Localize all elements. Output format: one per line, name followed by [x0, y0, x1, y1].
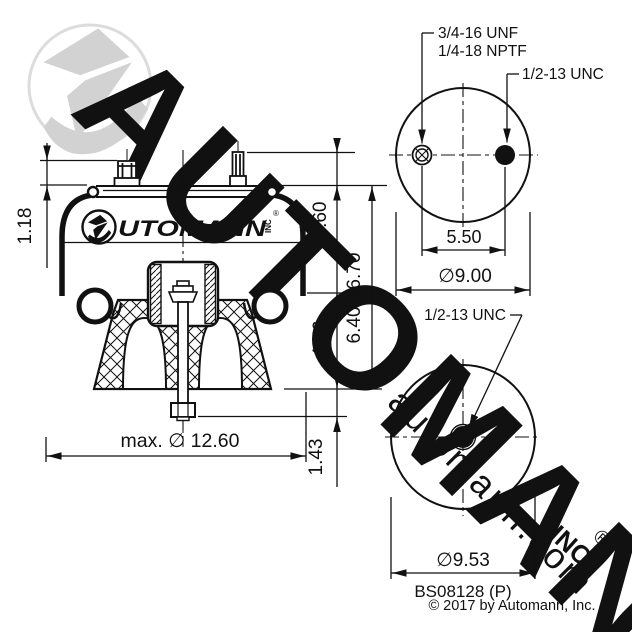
bellows-right-side [272, 192, 306, 296]
internal-bumper [146, 260, 220, 328]
logo-wordmark: UTOMANN [118, 216, 267, 241]
dim-1-60: 1.60 [310, 202, 331, 239]
side-view-dimensions [40, 138, 387, 487]
label-mount-stud-bottom: 1/2-13 UNC [424, 307, 506, 324]
dim-range: 6.40-16.70 [344, 253, 365, 344]
dim-dia-9-00: ∅9.00 [438, 266, 492, 287]
bellows-left-curl [107, 302, 123, 320]
dim-dia-9-53: ∅9.53 [436, 550, 490, 571]
dim-max-diameter: max. ∅ 12.60 [121, 430, 240, 452]
mount-stud [229, 141, 247, 187]
label-mount-stud-top: 1/2-13 UNC [522, 66, 604, 83]
dim-1-43: 1.43 [306, 439, 327, 476]
bellows-left-lobe [76, 287, 114, 325]
bottom-view-texts: 1/2-13 UNC ∅9.53 [424, 307, 506, 571]
top-view-texts: 3/4-16 UNF 1/4-18 NPTF 1/2-13 UNC 5.50 ∅… [438, 25, 604, 287]
lower-nut [170, 402, 196, 418]
bottom-view-dimensions [390, 497, 536, 579]
bellows-left-side [59, 192, 93, 296]
top-view [389, 32, 538, 296]
top-view-dimensions [395, 166, 531, 296]
top-view-leaders [418, 32, 519, 144]
bellows-right-curl [242, 302, 258, 320]
bottom-view [385, 314, 541, 579]
label-air-port-2: 1/4-18 NPTF [438, 43, 527, 60]
logo-registered: ® [273, 209, 279, 218]
bottom-view-leader [468, 314, 523, 429]
dim-4-76: 4.76 [310, 321, 331, 358]
bellows-brand-logo: UTOMANN INC ® [81, 209, 279, 245]
dim-5-50: 5.50 [446, 227, 481, 247]
air-port-stud [113, 149, 141, 187]
bellows [59, 192, 306, 325]
bellows-right-lobe [251, 287, 289, 325]
lower-stud [170, 301, 196, 447]
footer: BS08128 (P) © 2017 by Automann, Inc. [414, 582, 595, 614]
side-view: UTOMANN INC ® [59, 141, 306, 447]
dim-1-18: 1.18 [15, 208, 36, 245]
top-view-air-port [411, 144, 433, 166]
plate-left-bead [86, 185, 100, 199]
top-view-mount-stud [495, 145, 515, 165]
plate-right-bead [265, 185, 279, 199]
bottom-view-stud-hole [449, 423, 477, 451]
piston-right-bell [197, 316, 244, 390]
logo-inc: INC [264, 219, 273, 233]
side-view-dimension-texts: 1.18 1.60 6.40-16.70 4.76 1.43 max. ∅ 12… [15, 202, 365, 476]
label-air-port-1: 3/4-16 UNF [438, 25, 518, 42]
copyright-text: © 2017 by Automann, Inc. [428, 598, 595, 614]
piston-left-bell [121, 316, 168, 390]
part-number: BS08128 (P) [414, 582, 511, 601]
